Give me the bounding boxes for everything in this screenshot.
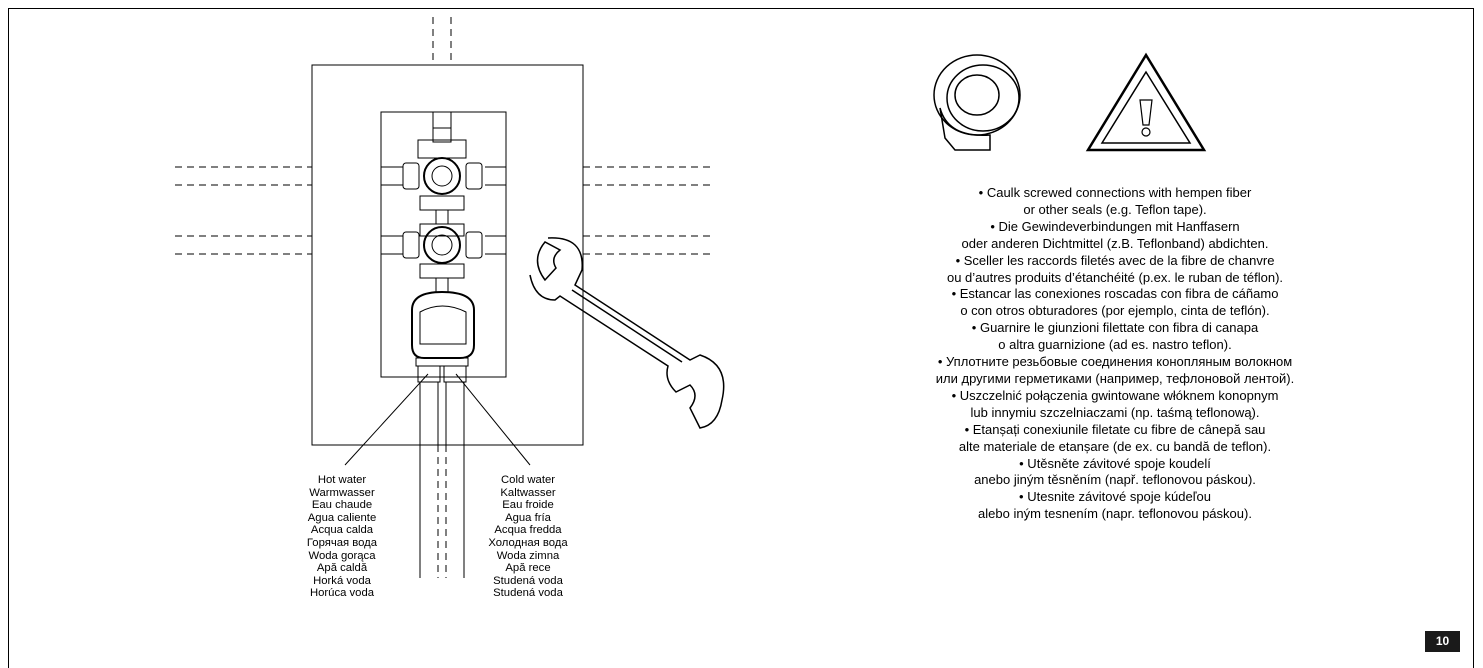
instruction-line: • Caulk screwed connections with hempen … (978, 185, 1252, 200)
instruction-line: o con otros obturadores (por ejemplo, ci… (960, 303, 1270, 319)
instruction-line: or other seals (e.g. Teflon tape). (1023, 201, 1207, 217)
instruction-line: oder anderen Dichtmittel (z.B. Teflonban… (961, 235, 1269, 251)
inner-frame (380, 111, 507, 378)
instruction-line: • Utěsněte závitové spoje koudelí (1019, 455, 1211, 471)
hot-water-label: Agua caliente (307, 511, 377, 524)
cold-water-label: Studená voda (493, 587, 563, 600)
hot-water-label: Warmwasser (309, 486, 375, 499)
instruction-line: • Utesnite závitové spoje kúdeľou (1019, 489, 1211, 505)
instruction-line: • Уплотните резьбовые соединения конопля… (937, 354, 1293, 370)
cold-water-label: Kaltwasser (500, 486, 556, 499)
open-end-wrench-icon (529, 237, 725, 429)
hot-water-label: Eau chaude (311, 499, 373, 512)
instruction-line: • Etanșați conexiunile filetate cu fibre… (964, 421, 1266, 437)
instruction-line: • Estancar las conexiones roscadas con f… (951, 286, 1279, 302)
instruction-line: anebo jiným těsněním (např. teflonovou p… (974, 472, 1256, 488)
instruction-line: • Uszczelnić połączenia gwintowane włókn… (951, 387, 1279, 403)
page-frame (8, 8, 1474, 668)
instruction-line: ou d’autres produits d’étanchéité (p.ex.… (946, 269, 1284, 285)
hot-water-label: Horká voda (313, 574, 371, 587)
page-number: 10 (1425, 631, 1460, 652)
teflon-tape-roll-icon (933, 54, 1021, 151)
hot-water-leader (344, 373, 429, 466)
outlet-pipes (419, 382, 465, 578)
warning-triangle-icon (1085, 52, 1207, 152)
sealing-instructions: • Caulk screwed connections with hempen … (820, 185, 1410, 523)
cold-water-label: Cold water (501, 474, 555, 486)
instruction-line: • Guarnire le giunzioni filettate con fi… (971, 320, 1259, 336)
cold-water-label: Acqua fredda (494, 524, 562, 537)
instruction-line: • Sceller les raccords filetés avec de l… (955, 252, 1275, 268)
cold-water-leader (455, 373, 531, 466)
instruction-line: или другими герметиками (например, тефло… (935, 370, 1295, 386)
top-pipe (432, 17, 452, 65)
right-pipes (583, 166, 712, 255)
cold-water-label: Eau froide (502, 499, 554, 512)
instruction-line: • Die Gewindeverbindungen mit Hanffasern (990, 218, 1240, 234)
cold-water-label: Apă rece (505, 562, 551, 575)
instruction-line: alte materiale de etanșare (de ex. cu ba… (958, 438, 1272, 454)
left-pipes (175, 166, 312, 255)
hot-water-label: Woda gorąca (308, 549, 376, 562)
cold-water-label: Agua fría (505, 511, 551, 524)
hot-water-label: Apă caldă (316, 562, 368, 575)
cold-water-label: Woda zimna (496, 549, 560, 562)
hot-water-label: Acqua calda (310, 524, 374, 537)
instruction-line: lub innymiu szczelniaczami (np. taśmą te… (970, 404, 1260, 420)
cold-water-label: Холодная вода (488, 536, 568, 549)
cold-water-label: Studená voda (493, 574, 563, 587)
inner-pipes (381, 112, 506, 255)
instruction-line: o altra guarnizione (ad es. nastro teflo… (998, 337, 1232, 353)
hot-water-label: Горячая вода (306, 536, 378, 549)
hot-water-label: Horúca voda (309, 587, 375, 600)
hot-water-label: Hot water (317, 474, 367, 486)
instruction-line: alebo iným tesnením (napr. teflonovou pá… (978, 506, 1252, 522)
mounting-box (311, 64, 584, 446)
mixer-valve (402, 127, 483, 383)
